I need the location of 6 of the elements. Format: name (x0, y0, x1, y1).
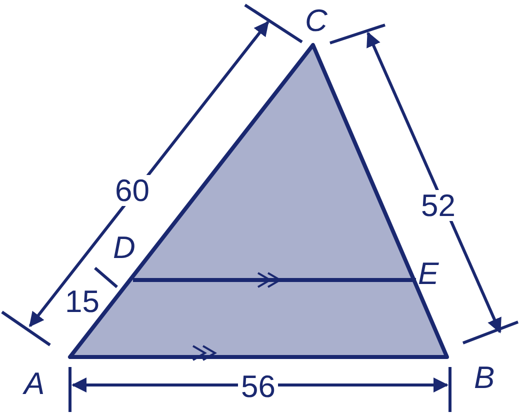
vertex-label: E (418, 258, 439, 289)
dimension-label: 15 (65, 286, 100, 317)
vertex-label: B (474, 362, 495, 393)
vertex-label: A (24, 368, 45, 399)
vertex-label: D (113, 232, 136, 263)
vertex-label: C (305, 5, 328, 36)
